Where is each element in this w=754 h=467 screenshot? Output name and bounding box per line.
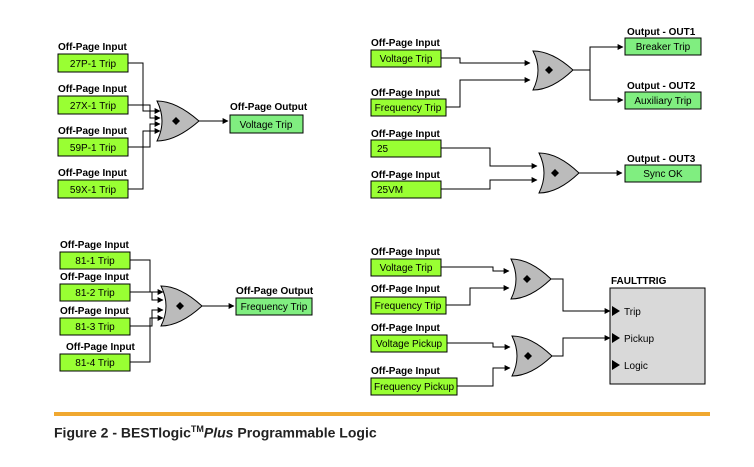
or-gate bbox=[532, 50, 574, 91]
caption-prefix: Figure 2 - BESTlogic bbox=[54, 424, 191, 441]
caption-divider bbox=[54, 412, 710, 416]
input-label: 25 bbox=[377, 144, 389, 155]
input-header: Off-Page Input bbox=[58, 84, 128, 95]
block-frequency-trip: Off-Page Input 81-1 Trip Off-Page Input … bbox=[59, 240, 314, 372]
input-header: Off-Page Input bbox=[371, 170, 441, 181]
wires bbox=[130, 259, 235, 363]
input-header: Off-Page Input bbox=[371, 247, 441, 258]
output-box bbox=[624, 91, 702, 110]
input-header: Off-Page Input bbox=[371, 323, 441, 334]
output-box bbox=[624, 37, 702, 56]
port-label: Pickup bbox=[624, 334, 654, 345]
output-label: Auxiliary Trip bbox=[634, 96, 692, 107]
input-header: Off-Page Input bbox=[66, 342, 136, 353]
port-arrow-icon bbox=[612, 306, 620, 316]
input-label: Voltage Pickup bbox=[376, 339, 443, 350]
wires bbox=[441, 147, 623, 190]
output-header: Off-Page Output bbox=[230, 102, 308, 113]
gate-diamond-icon bbox=[551, 169, 559, 177]
input-label: 27P-1 Trip bbox=[70, 59, 117, 70]
output-label: Frequency Trip bbox=[241, 302, 308, 313]
input-label: 81-1 Trip bbox=[75, 256, 115, 267]
output-header: Output - OUT3 bbox=[627, 154, 696, 165]
input-header: Off-Page Input bbox=[371, 366, 441, 377]
input-header: Off-Page Input bbox=[371, 88, 441, 99]
figure-caption: Figure 2 - BESTlogicTMPlus Programmable … bbox=[54, 424, 377, 441]
input-header: Off-Page Input bbox=[58, 42, 128, 53]
gate-diamond-icon bbox=[545, 66, 553, 74]
caption-trademark: TM bbox=[190, 424, 204, 434]
output-box bbox=[235, 297, 313, 316]
input-header: Off-Page Input bbox=[58, 126, 128, 137]
input-header: Off-Page Input bbox=[371, 38, 441, 49]
gate-diamond-icon bbox=[524, 352, 532, 360]
block-out1-out2: Off-Page Input Voltage Trip Off-Page Inp… bbox=[370, 27, 702, 117]
output-header: Off-Page Output bbox=[236, 286, 314, 297]
wires bbox=[441, 266, 611, 387]
input-label: Frequency Trip bbox=[375, 103, 442, 114]
faulttrig-element bbox=[609, 287, 706, 385]
wires bbox=[128, 62, 229, 190]
element-title: FAULTTRIG bbox=[611, 276, 667, 287]
output-box bbox=[229, 114, 304, 134]
port-label: Logic bbox=[624, 361, 648, 372]
block-out3: Off-Page Input 25 Off-Page Input 25VM Ou… bbox=[370, 129, 702, 199]
port-label: Trip bbox=[624, 307, 641, 318]
input-header: Off-Page Input bbox=[60, 272, 130, 283]
input-label: Voltage Trip bbox=[380, 54, 433, 65]
input-label: Voltage Trip bbox=[380, 263, 433, 274]
gate-diamond-icon bbox=[172, 117, 180, 125]
output-box bbox=[624, 164, 702, 183]
block-voltage-trip: Off-Page Input 27P-1 Trip Off-Page Input… bbox=[57, 42, 308, 199]
caption-suffix: Programmable Logic bbox=[233, 424, 377, 441]
input-label: 59X-1 Trip bbox=[70, 185, 117, 196]
gate-diamond-icon bbox=[523, 275, 531, 283]
input-label: 27X-1 Trip bbox=[70, 101, 117, 112]
output-label: Breaker Trip bbox=[636, 42, 691, 53]
input-label: 81-4 Trip bbox=[75, 358, 115, 369]
input-header: Off-Page Input bbox=[371, 129, 441, 140]
caption-plus: Plus bbox=[203, 424, 234, 441]
input-header: Off-Page Input bbox=[371, 284, 441, 295]
input-label: 59P-1 Trip bbox=[70, 143, 117, 154]
input-label: Frequency Pickup bbox=[374, 382, 454, 393]
wires bbox=[441, 44, 624, 108]
input-header: Off-Page Input bbox=[60, 240, 130, 251]
port-arrow-icon bbox=[612, 360, 620, 370]
output-label: Sync OK bbox=[643, 169, 683, 180]
port-arrow-icon bbox=[612, 333, 620, 343]
output-label: Voltage Trip bbox=[240, 120, 293, 131]
gate-diamond-icon bbox=[176, 302, 184, 310]
input-label: 81-2 Trip bbox=[75, 288, 115, 299]
input-header: Off-Page Input bbox=[58, 168, 128, 179]
input-label: 81-3 Trip bbox=[75, 322, 115, 333]
input-header: Off-Page Input bbox=[60, 306, 130, 317]
block-faulttrig: Off-Page Input Voltage Trip Off-Page Inp… bbox=[370, 247, 706, 396]
output-header: Output - OUT2 bbox=[627, 81, 696, 92]
input-label: 25VM bbox=[377, 185, 403, 196]
input-label: Frequency Trip bbox=[375, 301, 442, 312]
output-header: Output - OUT1 bbox=[627, 27, 696, 38]
